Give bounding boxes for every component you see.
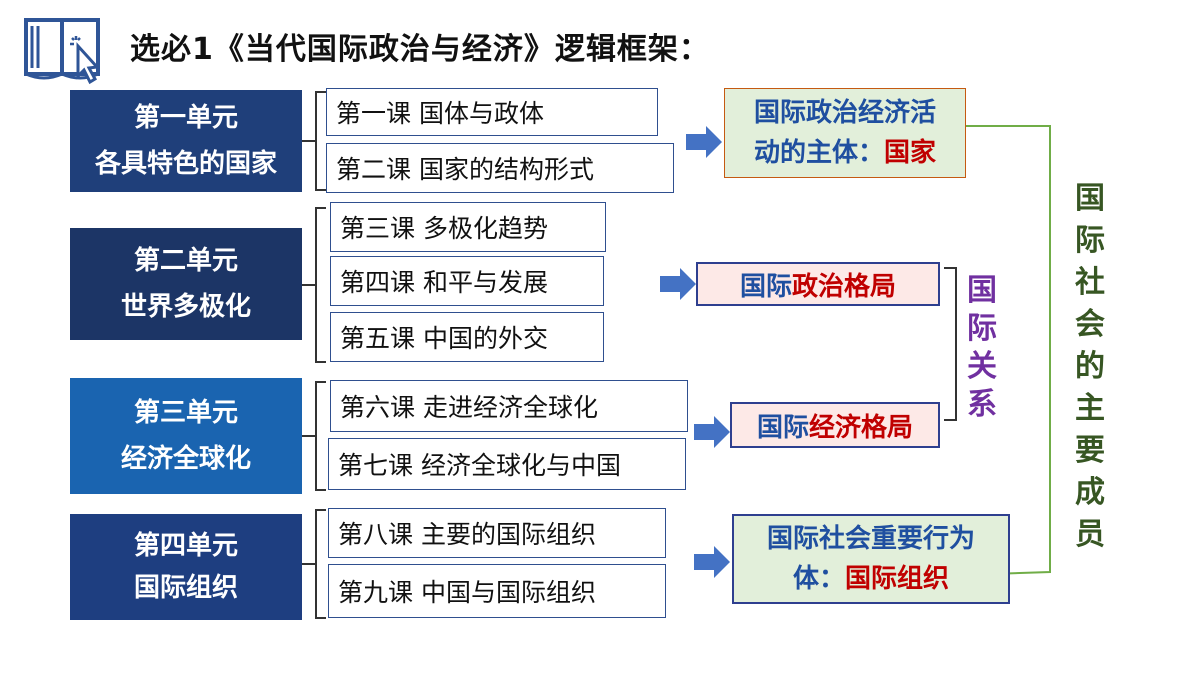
intl-relations-label: 国 际 关 系 bbox=[967, 273, 997, 422]
result-line: 动的主体：国家 bbox=[754, 133, 936, 173]
lesson-box-5: 第五课 中国的外交 bbox=[330, 312, 604, 362]
result-box-organization: 国际社会重要行为 体：国际组织 bbox=[732, 514, 1010, 604]
unit-subtitle: 世界多极化 bbox=[120, 292, 251, 322]
lesson-box-8: 第八课 主要的国际组织 bbox=[328, 508, 666, 558]
unit-subtitle: 国际组织 bbox=[133, 573, 238, 603]
lesson-box-1: 第一课 国体与政体 bbox=[326, 88, 658, 136]
book-cursor-icon bbox=[20, 10, 112, 90]
lesson-box-9: 第九课 中国与国际组织 bbox=[328, 564, 666, 618]
unit-box-3: 第三单元 经济全球化 bbox=[70, 378, 302, 494]
lesson-box-4: 第四课 和平与发展 bbox=[330, 256, 604, 306]
result-highlight: 国家 bbox=[884, 138, 937, 168]
result-text: 体： bbox=[792, 564, 845, 594]
result-line: 体：国际组织 bbox=[793, 559, 949, 599]
lesson-box-2: 第二课 国家的结构形式 bbox=[326, 143, 674, 193]
arrow-icon bbox=[684, 124, 724, 160]
result-box-political: 国际政治格局 bbox=[696, 262, 940, 306]
unit-title: 第三单元 bbox=[133, 398, 238, 428]
result-line: 国际政治经济活 bbox=[753, 98, 936, 128]
result-text: 国际 bbox=[756, 412, 809, 443]
lesson-box-7: 第七课 经济全球化与中国 bbox=[328, 438, 686, 490]
intl-society-label: 国 际 社 会 的 主 要 成 员 bbox=[1075, 181, 1105, 552]
result-text: 动的主体： bbox=[753, 138, 884, 168]
unit-box-1: 第一单元 各具特色的国家 bbox=[70, 90, 302, 192]
unit-title: 第四单元 bbox=[133, 531, 238, 561]
unit-box-4: 第四单元 国际组织 bbox=[70, 514, 302, 620]
arrow-icon bbox=[692, 414, 732, 450]
lesson-box-6: 第六课 走进经济全球化 bbox=[330, 380, 688, 432]
result-text: 国际 bbox=[739, 271, 792, 302]
unit-subtitle: 各具特色的国家 bbox=[94, 149, 277, 179]
unit-box-2: 第二单元 世界多极化 bbox=[70, 228, 302, 340]
result-line: 国际社会重要行为 bbox=[766, 524, 975, 554]
arrow-icon bbox=[692, 544, 732, 580]
result-highlight: 国际组织 bbox=[845, 564, 950, 594]
unit-title: 第二单元 bbox=[133, 246, 238, 276]
unit-title: 第一单元 bbox=[133, 103, 238, 133]
result-highlight: 经济格局 bbox=[809, 412, 914, 443]
result-box-state: 国际政治经济活 动的主体：国家 bbox=[724, 88, 966, 178]
result-box-economic: 国际经济格局 bbox=[730, 402, 940, 448]
page-title: 选必1《当代国际政治与经济》逻辑框架： bbox=[130, 32, 710, 67]
lesson-box-3: 第三课 多极化趋势 bbox=[330, 202, 606, 252]
result-highlight: 政治格局 bbox=[792, 271, 897, 302]
arrow-icon bbox=[658, 266, 698, 302]
unit-subtitle: 经济全球化 bbox=[120, 444, 251, 474]
